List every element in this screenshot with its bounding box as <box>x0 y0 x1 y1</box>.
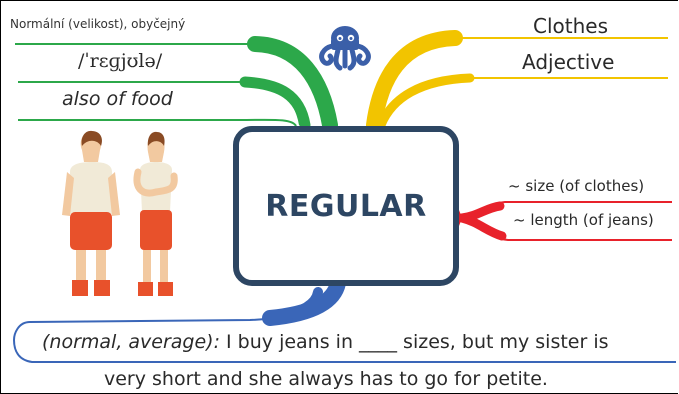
heavy-man-figure <box>62 130 120 300</box>
collocation-length: ~ length (of jeans) <box>513 211 654 229</box>
octopus-logo-icon <box>319 26 371 71</box>
topic-label: Clothes <box>533 14 608 38</box>
yellow-branch <box>366 30 668 133</box>
translation-note: Normální (velikost), obyčejný <box>10 17 186 31</box>
headword-box <box>233 126 459 286</box>
red-branch <box>456 201 672 241</box>
slim-man-figure <box>133 131 178 300</box>
example-line-1: (normal, average): I buy jeans in ____ s… <box>42 331 609 353</box>
example-text-1: I buy jeans in ____ sizes, but my sister… <box>220 331 609 353</box>
definition: (normal, average): <box>42 331 220 353</box>
green-branch <box>15 36 338 133</box>
usage-note: also of food <box>62 88 173 110</box>
collocation-size: ~ size (of clothes) <box>508 177 645 195</box>
blue-branch <box>12 275 676 363</box>
example-line-2: very short and she always has to go for … <box>104 368 548 390</box>
headword: REGULAR <box>265 188 427 224</box>
part-of-speech: Adjective <box>522 50 615 74</box>
pronunciation: /ˈrɛɡjʊlə/ <box>78 50 163 72</box>
